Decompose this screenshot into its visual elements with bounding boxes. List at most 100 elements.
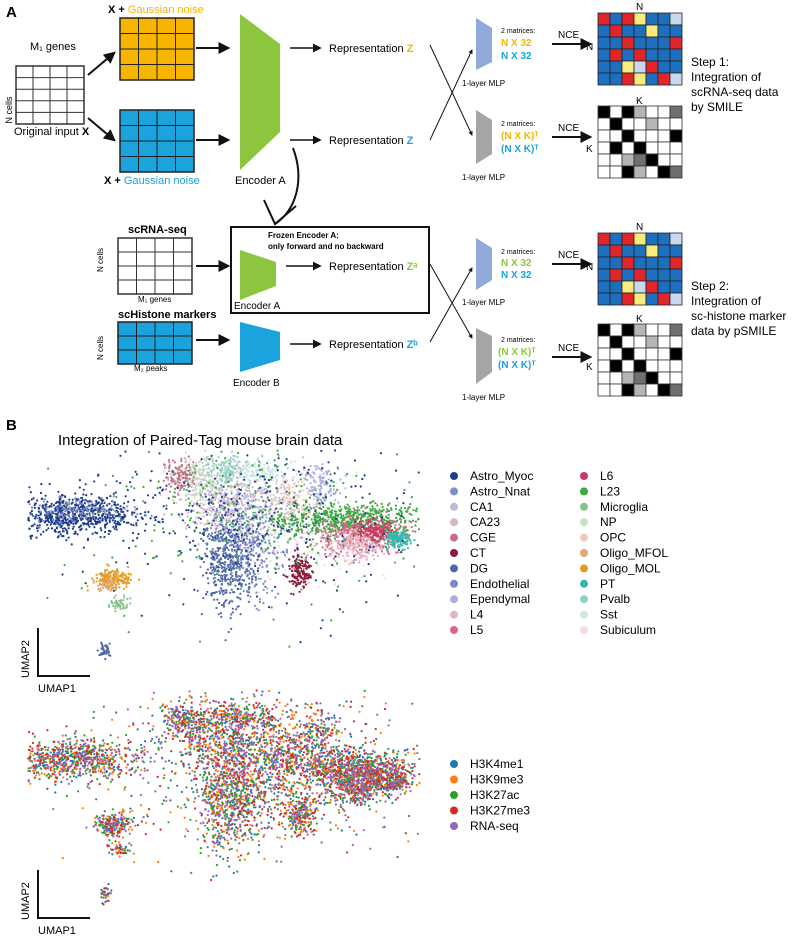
umap-point bbox=[351, 559, 355, 562]
umap-point bbox=[62, 535, 65, 538]
umap-point bbox=[207, 467, 210, 470]
umap-point bbox=[301, 564, 304, 567]
umap-point bbox=[184, 473, 187, 476]
umap-point bbox=[415, 507, 418, 510]
umap-point bbox=[216, 538, 219, 541]
umap-point bbox=[232, 543, 235, 547]
umap-point bbox=[177, 493, 180, 496]
umap-point bbox=[324, 509, 327, 512]
umap-point bbox=[198, 488, 202, 491]
umap-point bbox=[114, 594, 117, 597]
umap-point bbox=[125, 582, 128, 586]
umap-point bbox=[244, 495, 247, 498]
umap-point bbox=[224, 512, 227, 515]
mlp-top-label: 1-layer MLP bbox=[462, 79, 505, 88]
umap-point bbox=[378, 526, 381, 530]
umap-point bbox=[189, 458, 192, 461]
umap-point bbox=[170, 477, 173, 480]
umap-point bbox=[95, 580, 98, 583]
umap-point bbox=[408, 520, 411, 523]
umap-point bbox=[98, 497, 101, 500]
umap-point bbox=[360, 544, 363, 547]
umap-point bbox=[51, 517, 55, 521]
umap-point bbox=[35, 536, 38, 539]
umap-point bbox=[195, 516, 198, 519]
umap-point bbox=[104, 578, 108, 581]
umap-point bbox=[228, 578, 232, 581]
umap-point bbox=[106, 503, 109, 506]
encoder-b-label: Encoder B bbox=[233, 378, 280, 389]
umap-point bbox=[305, 523, 308, 526]
umap-point bbox=[199, 502, 202, 505]
umap-point bbox=[333, 503, 336, 506]
heatmap-cell bbox=[621, 117, 635, 131]
umap-point bbox=[335, 510, 338, 513]
umap-point bbox=[252, 496, 255, 499]
umap-point bbox=[386, 539, 389, 542]
umap-point bbox=[259, 521, 262, 525]
umap-point bbox=[293, 522, 296, 525]
umap-point bbox=[175, 480, 178, 483]
umap-point bbox=[268, 505, 271, 508]
umap-point bbox=[350, 518, 353, 521]
noise-label-bottom: X + Gaussian noise bbox=[104, 175, 200, 187]
umap-point bbox=[274, 596, 277, 599]
umap-point bbox=[263, 521, 267, 524]
umap-point bbox=[329, 510, 332, 514]
heatmap-k-label-1: K bbox=[636, 96, 643, 107]
umap-point bbox=[357, 553, 361, 556]
umap-point bbox=[111, 519, 114, 522]
umap-point bbox=[366, 522, 369, 525]
umap-point bbox=[210, 507, 214, 510]
heatmap-cell bbox=[633, 153, 647, 167]
umap-point bbox=[98, 590, 101, 593]
umap-point bbox=[240, 500, 243, 503]
umap-point bbox=[127, 500, 130, 503]
umap-point bbox=[105, 568, 109, 572]
umap-point bbox=[292, 573, 295, 576]
umap-point bbox=[106, 575, 109, 578]
umap-point bbox=[211, 457, 214, 460]
heatmap-cell bbox=[597, 359, 611, 373]
umap-point bbox=[400, 506, 403, 509]
umap-point bbox=[247, 499, 251, 502]
umap-point bbox=[399, 541, 402, 545]
umap-point bbox=[205, 529, 208, 532]
umap-point bbox=[340, 524, 343, 527]
heatmap-cell bbox=[657, 24, 671, 38]
heatmap-cell bbox=[633, 335, 647, 349]
umap-point bbox=[235, 563, 238, 566]
umap-point bbox=[259, 509, 262, 512]
umap-point bbox=[237, 575, 240, 578]
umap-point bbox=[337, 541, 340, 544]
umap-point bbox=[342, 516, 345, 519]
umap-point bbox=[305, 512, 308, 516]
umap-point bbox=[378, 520, 381, 523]
umap-point bbox=[105, 586, 108, 589]
heatmap-cell bbox=[633, 129, 647, 143]
umap-point bbox=[32, 514, 35, 518]
umap-point bbox=[47, 521, 51, 524]
umap-point bbox=[387, 552, 390, 556]
heatmap-cell bbox=[609, 256, 623, 270]
umap-point bbox=[61, 527, 64, 530]
umap-point bbox=[227, 475, 230, 479]
umap-point bbox=[347, 510, 350, 513]
umap-point bbox=[280, 470, 283, 473]
umap-point bbox=[204, 552, 207, 555]
umap-point bbox=[192, 464, 195, 467]
umap-point bbox=[116, 503, 119, 506]
umap-point bbox=[230, 576, 233, 579]
umap-point bbox=[369, 507, 372, 510]
umap-point bbox=[395, 540, 398, 543]
umap-point bbox=[50, 510, 53, 513]
umap-point bbox=[109, 589, 112, 592]
umap-point bbox=[121, 602, 124, 605]
umap-point bbox=[166, 478, 169, 481]
umap-celltype-plot bbox=[27, 449, 420, 661]
umap-point bbox=[93, 480, 96, 483]
umap-point bbox=[364, 522, 367, 525]
heatmap-cell bbox=[621, 256, 635, 270]
umap-point bbox=[313, 544, 316, 548]
umap-point bbox=[249, 558, 252, 562]
